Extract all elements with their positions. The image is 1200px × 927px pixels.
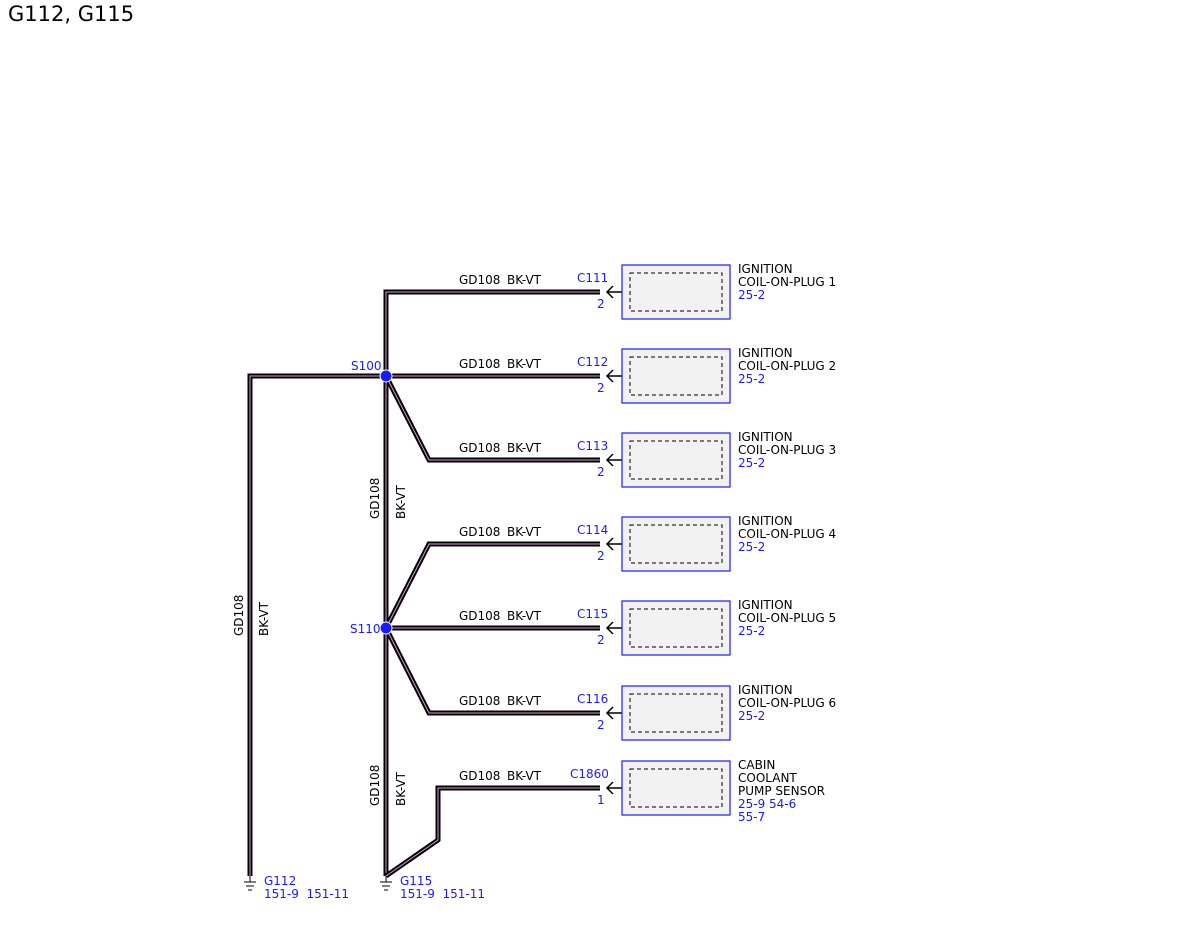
component-inner-outline	[629, 272, 723, 312]
wire-circuit-label: GD108	[459, 694, 500, 708]
component-name-line: IGNITION	[738, 598, 793, 612]
ground-g112-label: G112	[264, 874, 296, 888]
connector-label: C113	[577, 439, 608, 453]
wire-color-label: BK-VT	[507, 357, 542, 371]
wire-circuit-label-g115: GD108	[368, 765, 382, 806]
connector-label: C116	[577, 692, 608, 706]
component-ref-link[interactable]: 25-2	[738, 540, 765, 554]
wire-color-label: BK-VT	[507, 769, 542, 783]
component-ref-link[interactable]: 25-2	[738, 456, 765, 470]
component-name-line: PUMP SENSOR	[738, 784, 825, 798]
wire-c116	[383, 626, 600, 716]
component-name-line: COIL-ON-PLUG 6	[738, 696, 836, 710]
wire-circuit-label-g112: GD108	[232, 595, 246, 636]
pin-number: 2	[597, 465, 605, 479]
splice-s100-icon	[379, 369, 393, 383]
component-inner-outline	[629, 608, 723, 648]
wire-circuit-label: GD108	[459, 525, 500, 539]
splice-s110-label: S110	[350, 622, 381, 636]
splice-s100-label: S100	[351, 359, 382, 373]
wire-c1860	[384, 785, 600, 879]
component-name-line: IGNITION	[738, 683, 793, 697]
wire-color-label: BK-VT	[507, 273, 542, 287]
ground-g112-refs: 151-9 151-11	[264, 887, 349, 901]
component-name-line: COOLANT	[738, 771, 797, 785]
component-ref-link[interactable]: 25-2	[738, 288, 765, 302]
wire-circuit-label-trunk: GD108	[368, 478, 382, 519]
page-title: G112, G115	[8, 2, 135, 26]
wire-color-label: BK-VT	[507, 694, 542, 708]
component-name-line: COIL-ON-PLUG 2	[738, 359, 836, 373]
wire-circuit-label: GD108	[459, 273, 500, 287]
component-ref-link[interactable]: 55-7	[738, 810, 765, 824]
wire-g112-s100	[247, 373, 386, 876]
connector-label: C112	[577, 355, 608, 369]
component-inner-outline	[629, 693, 723, 733]
component-ref-link[interactable]: 25-2	[738, 709, 765, 723]
component-inner-outline	[629, 356, 723, 396]
connector-label: C111	[577, 271, 608, 285]
wire-circuit-label: GD108	[459, 357, 500, 371]
connector-label: C114	[577, 523, 608, 537]
wire-circuit-label: GD108	[459, 609, 500, 623]
component-box	[621, 348, 731, 404]
wires	[247, 289, 600, 879]
component-ref-link[interactable]: 25-2	[738, 372, 765, 386]
component-ref-link[interactable]: 25-2	[738, 624, 765, 638]
component-box	[621, 760, 731, 816]
component-name-line: COIL-ON-PLUG 1	[738, 275, 836, 289]
component-name-line: IGNITION	[738, 430, 793, 444]
pin-number: 2	[597, 297, 605, 311]
ground-g112-icon	[244, 876, 256, 891]
pin-number: 2	[597, 549, 605, 563]
component-name-line: IGNITION	[738, 346, 793, 360]
pin-number: 1	[597, 793, 605, 807]
component-name-line: COIL-ON-PLUG 3	[738, 443, 836, 457]
wire-circuit-label: GD108	[459, 441, 500, 455]
component-ref-link[interactable]: 25-9 54-6	[738, 797, 796, 811]
component-name-line: COIL-ON-PLUG 4	[738, 527, 836, 541]
component-name-line: IGNITION	[738, 514, 793, 528]
splice-s110-icon	[379, 621, 393, 635]
ground-g115-icon	[380, 876, 392, 891]
connector-label: C115	[577, 607, 608, 621]
wire-circuit-label: GD108	[459, 769, 500, 783]
ground-g115-refs: 151-9 151-11	[400, 887, 485, 901]
component-box	[621, 685, 731, 741]
wire-color-label-g115: BK-VT	[394, 771, 408, 806]
component-name-line: IGNITION	[738, 262, 793, 276]
wire-color-label: BK-VT	[507, 525, 542, 539]
component-box	[621, 264, 731, 320]
component-box	[621, 600, 731, 656]
connector-label: C1860	[570, 767, 609, 781]
pin-number: 2	[597, 381, 605, 395]
component-box	[621, 432, 731, 488]
pin-number: 2	[597, 633, 605, 647]
wire-color-label-trunk: BK-VT	[394, 484, 408, 519]
component-box	[621, 516, 731, 572]
wire-color-label: BK-VT	[507, 609, 542, 623]
wire-c113	[383, 374, 600, 463]
wire-c111	[383, 289, 600, 376]
component-name-line: COIL-ON-PLUG 5	[738, 611, 836, 625]
component-name-line: CABIN	[738, 758, 775, 772]
component-inner-outline	[629, 768, 723, 808]
ground-g115-label: G115	[400, 874, 432, 888]
component-inner-outline	[629, 440, 723, 480]
pin-number: 2	[597, 718, 605, 732]
wire-c114	[383, 541, 600, 630]
wire-color-label: BK-VT	[507, 441, 542, 455]
component-inner-outline	[629, 524, 723, 564]
wire-color-label-g112: BK-VT	[257, 601, 271, 636]
